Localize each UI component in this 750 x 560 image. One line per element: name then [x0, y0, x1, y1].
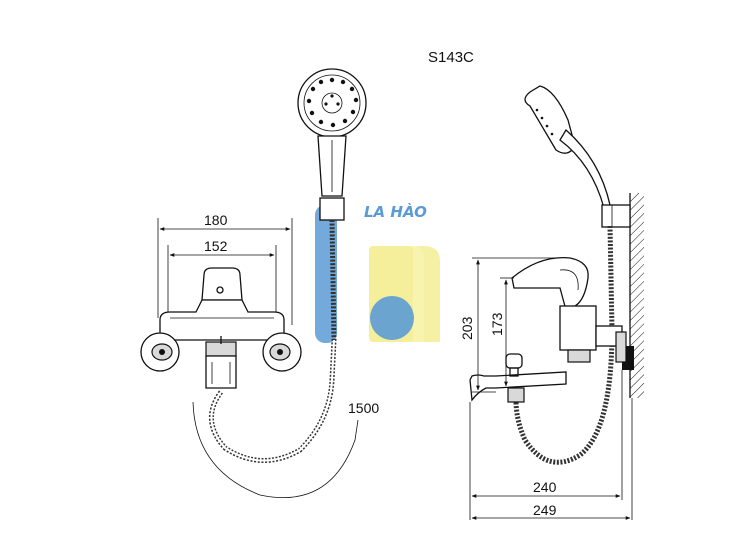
side-cartridge — [559, 305, 597, 351]
dim-label-173: 173 — [489, 312, 505, 336]
front-shower-holder — [319, 197, 345, 221]
dim-label-180: 180 — [204, 212, 228, 228]
watermark-logo: LA HÀO — [315, 202, 440, 343]
side-handle-lever — [511, 257, 589, 311]
model-title: S143C — [428, 49, 474, 66]
hose-length-arc — [192, 401, 359, 499]
side-shower-handle — [559, 128, 611, 209]
dim-label-152: 152 — [204, 238, 228, 254]
front-outlet-nut — [205, 341, 237, 357]
front-mixer-body — [159, 299, 285, 341]
front-right-connector — [262, 332, 302, 372]
side-bath-spout — [469, 371, 567, 402]
side-outlet-nut — [507, 387, 525, 403]
dim-label-203: 203 — [459, 316, 475, 340]
dim-label-249: 249 — [533, 502, 557, 518]
front-view: 180 152 1500 — [140, 68, 379, 499]
front-shower-head — [297, 68, 367, 138]
front-outlet-body — [205, 355, 237, 389]
side-wall-holder — [601, 204, 631, 228]
side-hose — [513, 225, 615, 465]
front-left-connector — [140, 332, 180, 372]
dim-label-1500: 1500 — [348, 400, 379, 416]
dim-label-240: 240 — [533, 479, 557, 495]
watermark-blue-dot — [370, 296, 414, 340]
front-handle-cap — [201, 267, 243, 301]
side-diverter-knob — [505, 353, 523, 369]
side-view: 203 173 240 249 — [459, 85, 644, 520]
watermark-text: LA HÀO — [364, 202, 427, 221]
